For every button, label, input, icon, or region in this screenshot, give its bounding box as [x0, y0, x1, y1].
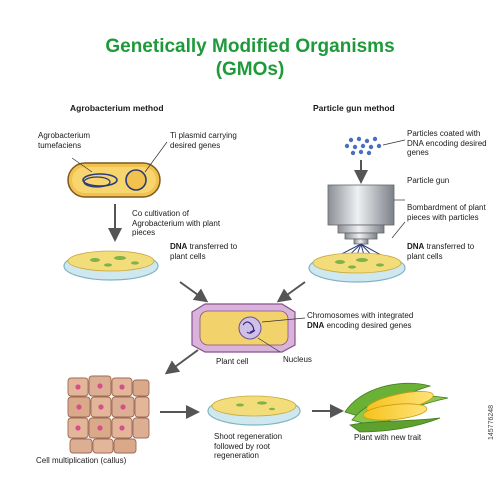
pointer-chromosomes	[261, 317, 306, 323]
label-agrobacterium-tumefaciens: Agrobacterium tumefaciens	[38, 131, 91, 150]
pointer-agrobacterium	[71, 157, 93, 173]
dna-coated-particles	[344, 136, 382, 156]
label-plant-new-trait: Plant with new trait	[354, 433, 422, 442]
petri-dish-left	[63, 250, 159, 281]
label-nucleus: Nucleus	[283, 355, 312, 364]
label-dna-rest-left: transferred to plant cells	[170, 242, 238, 261]
label-co-cultivation: Co cultivation of Agrobacterium with pla…	[132, 209, 221, 237]
corn-plant	[344, 382, 449, 433]
pointer-ti-plasmid	[144, 141, 168, 173]
label-chromosomes-post: encoding desired genes	[324, 320, 412, 330]
label-dna-bold-right: DNA	[407, 242, 425, 251]
label-dna-transferred-left: DNA transferred to plant cells	[170, 242, 255, 261]
particle-gun-method-heading: Particle gun method	[313, 103, 395, 113]
plant-cell	[191, 303, 296, 353]
label-chromosomes-pre: Chromosomes with integrated	[307, 311, 414, 320]
stock-id: 145776248	[488, 404, 495, 440]
pointer-nucleus	[257, 337, 281, 353]
label-particle-gun: Particle gun	[407, 176, 450, 185]
agrobacterium-method-heading: Agrobacterium method	[70, 103, 164, 113]
petri-dish-regeneration	[207, 395, 301, 426]
particle-gun	[327, 184, 395, 245]
label-dna-rest-right: transferred to plant cells	[407, 242, 475, 261]
label-shoot-regeneration: Shoot regeneration followed by root rege…	[214, 432, 283, 460]
label-dna-transferred-right: DNA transferred to plant cells	[407, 242, 487, 261]
arrow-cell-to-callus	[164, 349, 199, 375]
agrobacterium-cell	[67, 162, 161, 198]
arrow-right-dish-to-cell	[276, 281, 306, 303]
label-ti-plasmid: Ti plasmid carrying desired genes	[170, 131, 237, 150]
label-bombardment: Bombardment of plant pieces with particl…	[407, 203, 486, 222]
callus-cells	[67, 375, 150, 454]
title-line-2: (GMOs)	[215, 59, 285, 80]
label-chromosomes-bold: DNA	[307, 320, 325, 330]
petri-dish-right	[308, 252, 406, 283]
label-cell-multiplication: Cell multiplication (callus)	[36, 456, 127, 465]
arrow-left-dish-to-cell	[179, 281, 209, 303]
label-chromosomes: Chromosomes with integrated DNA encoding…	[307, 311, 417, 330]
callus-nuclei	[75, 383, 126, 431]
label-plant-cell: Plant cell	[216, 357, 249, 366]
label-particles-coated: Particles coated with DNA encoding desir…	[407, 129, 487, 157]
pointer-bombardment	[391, 221, 406, 239]
pointer-particles	[382, 139, 406, 146]
label-dna-bold-left: DNA	[170, 242, 188, 251]
title-line-1: Genetically Modified Organisms	[105, 36, 395, 57]
